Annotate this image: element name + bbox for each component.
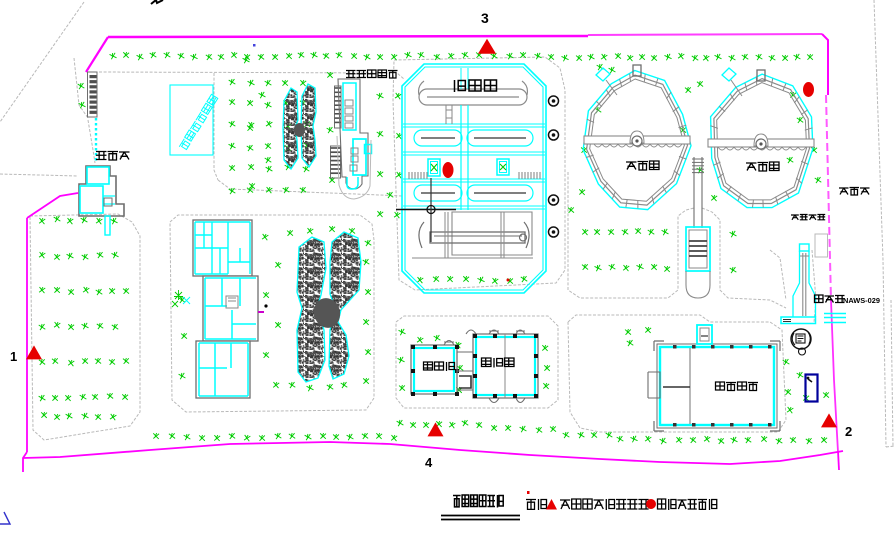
svg-text:2: 2 <box>845 424 852 439</box>
svg-text:4: 4 <box>425 455 433 470</box>
svg-text:3: 3 <box>481 10 489 26</box>
svg-text:1: 1 <box>10 349 17 364</box>
svg-text:NAWS-029: NAWS-029 <box>843 296 880 305</box>
